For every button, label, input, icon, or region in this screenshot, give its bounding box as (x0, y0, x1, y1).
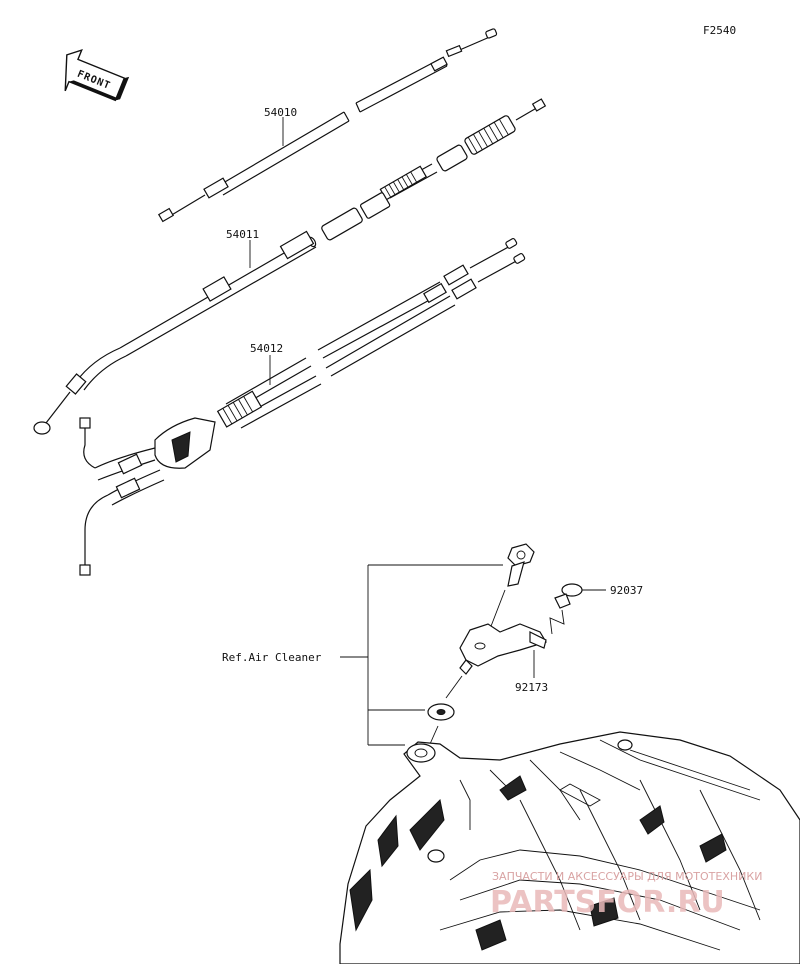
cable-54012 (79, 238, 526, 576)
ref-bracket-lines (340, 564, 503, 746)
leader-clamp-zigzag (549, 609, 565, 635)
callout-ref-air-cleaner: Ref.Air Cleaner (222, 651, 322, 664)
cable-54011 (33, 230, 317, 435)
cable-54010 (157, 28, 498, 223)
callout-54012: 54012 (250, 342, 283, 355)
adjuster-cable (321, 98, 547, 241)
callout-92173: 92173 (515, 681, 548, 694)
bolt-part (507, 543, 535, 587)
callout-54010: 54010 (264, 106, 297, 119)
callout-54011: 54011 (226, 228, 259, 241)
front-arrow-icon: FRONT (64, 48, 130, 102)
bracket-92173 (459, 623, 547, 675)
leader-housing (429, 725, 439, 745)
watermark-tagline: ЗАПЧАСТИ И АКСЕССУАРЫ ДЛЯ МОТОТЕХНИКИ (492, 870, 762, 883)
leader-washer (445, 675, 463, 699)
figure-code: F2540 (703, 24, 736, 37)
washer-part (427, 703, 455, 721)
air-cleaner-housing (339, 731, 800, 964)
callout-92037: 92037 (610, 584, 643, 597)
clamp-92037 (554, 583, 583, 609)
watermark-brand: PARTSFOR.RU (490, 885, 725, 920)
